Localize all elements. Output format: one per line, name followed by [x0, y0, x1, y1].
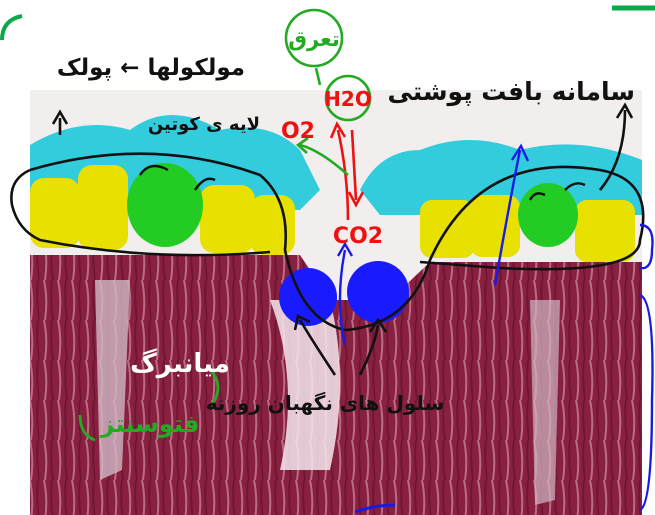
frame-corner-left: [2, 16, 22, 40]
label-transpiration: تعرق: [288, 27, 340, 51]
label-wax-layer: لایه ی کوتین: [148, 114, 260, 135]
label-epidermis-system: سامانه بافت پوشتی: [387, 77, 635, 107]
label-photosynthesis: فتوسنتز: [100, 410, 200, 438]
guard-cell-right: [347, 261, 409, 323]
label-water-vapor: H2O: [324, 87, 372, 111]
cell-lumen-2: [530, 300, 560, 505]
label-mesophyll: میانبرگ: [130, 348, 230, 379]
label-cuticle-molecules: مولکولها ← پولک: [57, 55, 245, 81]
label-oxygen: O2: [281, 119, 315, 144]
label-guard-cells: سلول های نگهبان روزنه: [206, 391, 445, 415]
label-carbon-dioxide: CO2: [333, 224, 383, 249]
green-cell-right: [518, 183, 578, 247]
green-cell-left: [127, 163, 203, 247]
guard-cell-left: [279, 268, 337, 326]
green-link-transpiration: [316, 68, 320, 85]
